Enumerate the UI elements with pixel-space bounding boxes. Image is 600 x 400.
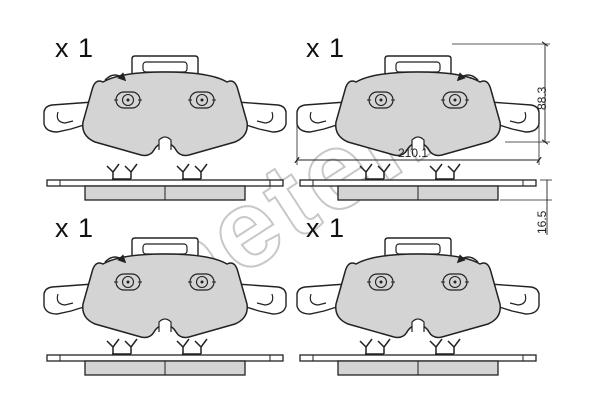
dimension-width-line bbox=[294, 112, 542, 165]
pad-top-right bbox=[296, 55, 540, 157]
pad-bottom-right bbox=[296, 237, 540, 339]
dimension-width-label: 210.1 bbox=[398, 146, 429, 160]
quantity-label: x 1 bbox=[55, 33, 95, 63]
quantity-label: x 1 bbox=[306, 213, 346, 243]
dimension-height-line bbox=[452, 41, 550, 145]
pad-side-top-right bbox=[299, 163, 537, 201]
pad-side-bottom-left bbox=[46, 338, 284, 376]
dimension-thickness-label: 16.5 bbox=[535, 210, 549, 234]
quantity-label: x 1 bbox=[306, 33, 346, 63]
pad-top-left bbox=[43, 55, 287, 157]
pad-side-bottom-right bbox=[299, 338, 537, 376]
pad-side-top-left bbox=[46, 163, 284, 201]
quantity-label: x 1 bbox=[55, 213, 95, 243]
pad-bottom-left bbox=[43, 237, 287, 339]
dimension-height-label: 88.3 bbox=[535, 86, 549, 110]
dimension-thickness-line bbox=[500, 179, 552, 235]
